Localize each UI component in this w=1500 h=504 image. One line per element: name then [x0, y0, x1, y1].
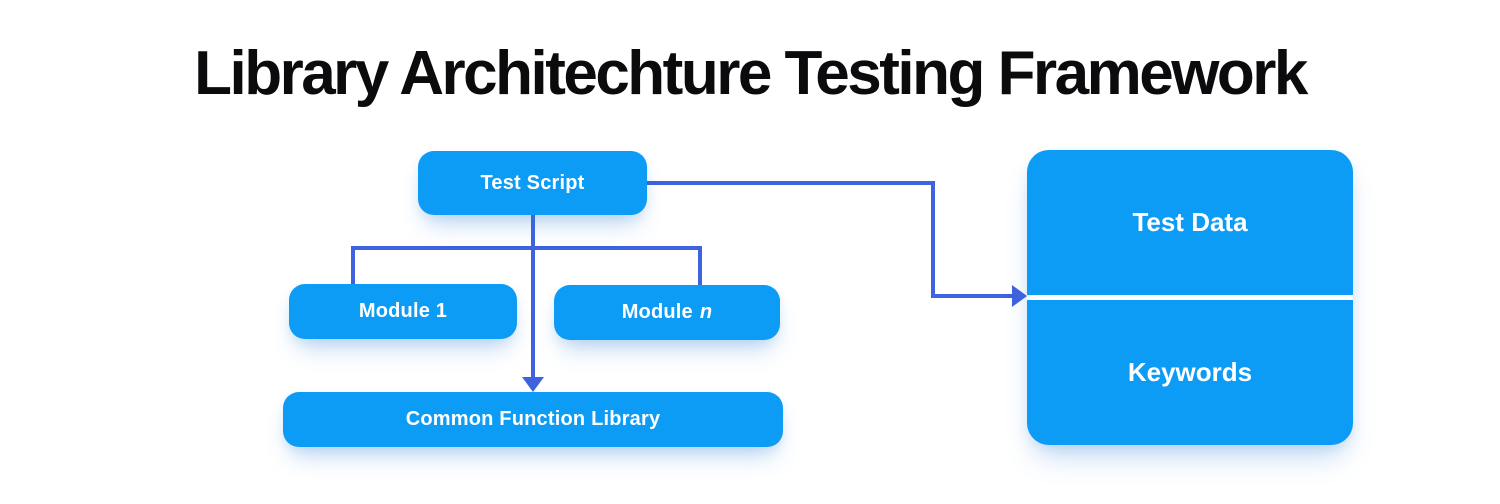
arrowhead-right-icon: [1012, 285, 1027, 307]
node-test-script: Test Script: [418, 151, 647, 215]
connector-down-to-panel-line: [931, 181, 935, 298]
diagram-title: Library Architechture Testing Framework: [194, 39, 1308, 108]
node-module-1: Module 1: [289, 284, 517, 339]
connector-center-vertical-line: [531, 215, 535, 379]
node-test-script-label: Test Script: [480, 171, 585, 194]
node-module-1-label: Module 1: [358, 300, 448, 322]
panel-test-data-section: Test Data: [1027, 150, 1353, 295]
panel-divider: [1027, 295, 1353, 300]
connector-test-script-right-line: [645, 181, 935, 185]
node-module-n-label-prefix: Module: [621, 301, 693, 323]
node-common-function-library: Common Function Library: [283, 392, 783, 447]
panel-keywords-section: Keywords: [1027, 300, 1353, 445]
connector-drop-to-module-1-line: [351, 246, 355, 286]
connector-into-panel-line: [931, 294, 1014, 298]
node-common-function-library-label: Common Function Library: [405, 408, 661, 430]
panel-test-data-keywords: Test Data Keywords: [1027, 150, 1353, 445]
panel-test-data-label: Test Data: [1132, 207, 1248, 237]
node-module-n: Module n: [554, 285, 780, 340]
node-module-n-label-italic: n: [699, 301, 713, 323]
panel-keywords-label: Keywords: [1127, 357, 1253, 387]
connector-branch-horizontal-line: [351, 246, 702, 250]
connector-drop-to-module-n-line: [698, 246, 702, 287]
arrowhead-down-icon: [522, 377, 544, 392]
